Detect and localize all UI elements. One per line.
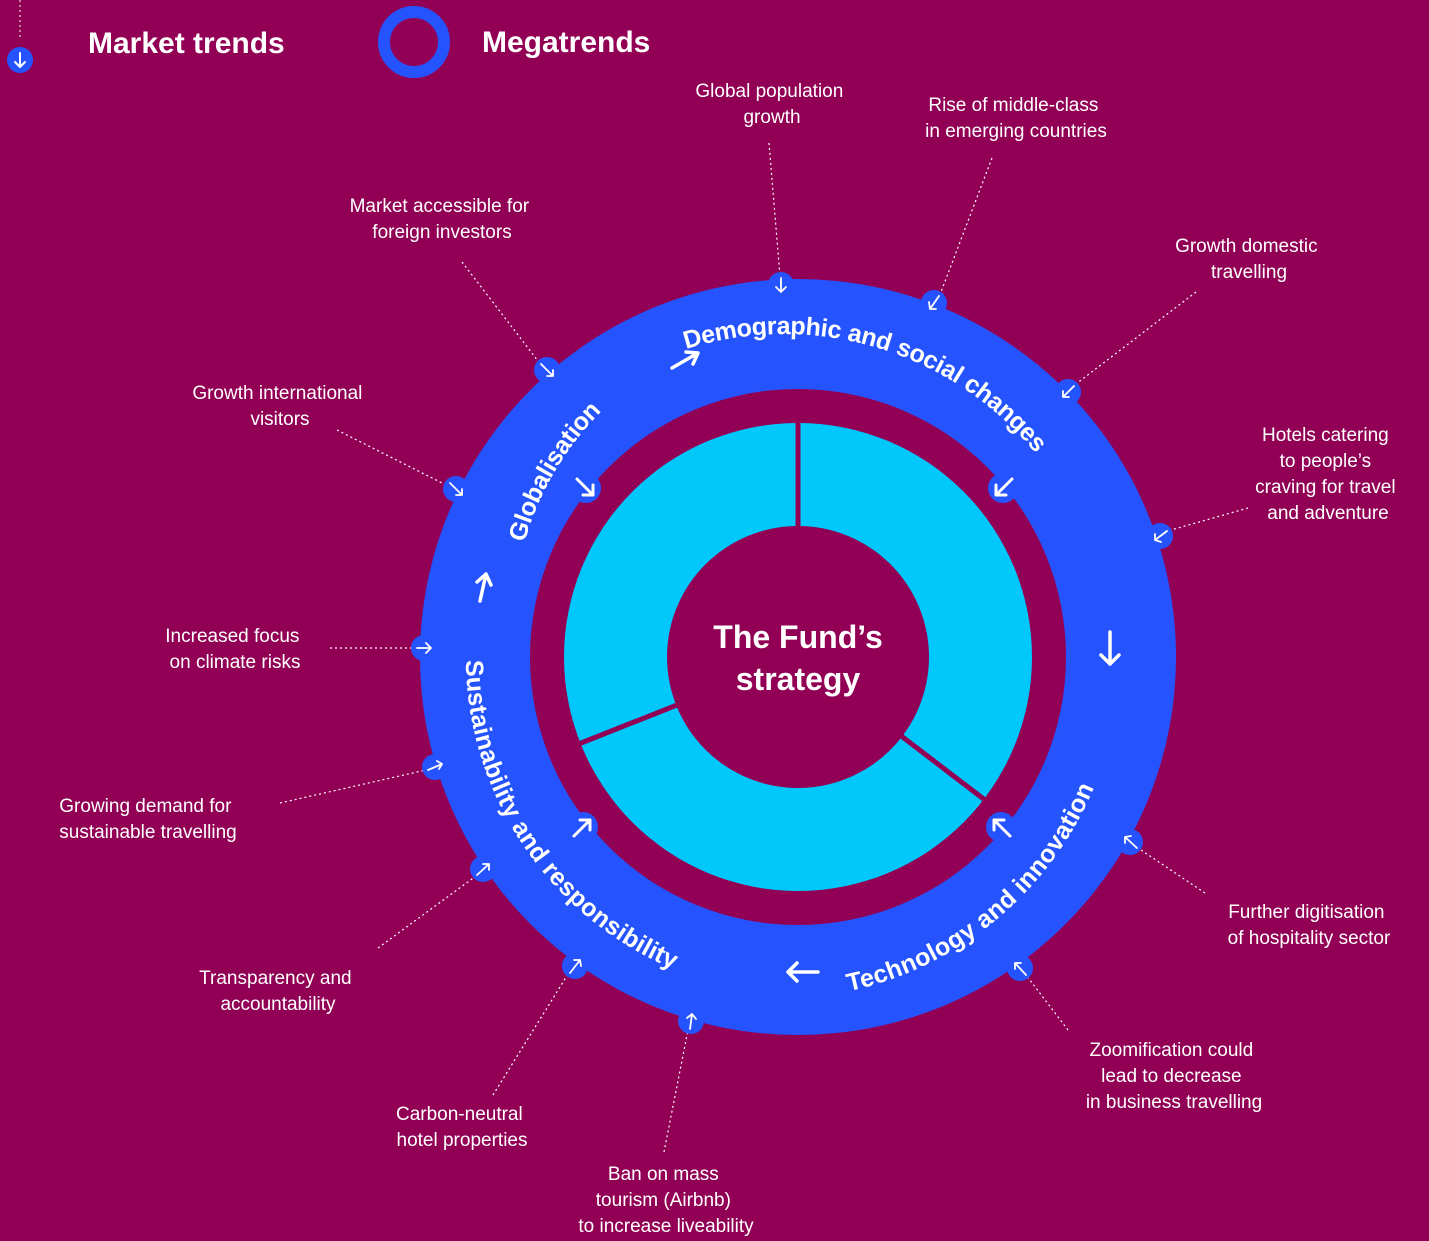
market-trend-labels: Global population growth Rise of middle-… — [59, 81, 1401, 1237]
trend-label-domestic: Growth domestic travelling — [1175, 236, 1323, 283]
arrow-up-icon — [475, 572, 493, 603]
arrow-down-icon — [775, 277, 787, 293]
trend-marker-foreign-investors — [534, 357, 560, 383]
connector-hotels-craving — [1170, 507, 1249, 531]
trend-label-mass-tourism: Ban on mass tourism (Airbnb) to increase… — [578, 1164, 754, 1237]
trend-marker-mass-tourism — [678, 1008, 704, 1034]
arrow-up-right-icon — [427, 760, 443, 771]
arrow-up-left-icon — [1014, 962, 1027, 976]
trend-marker-international-visitors — [443, 476, 469, 502]
connector-carbon-neutral — [492, 973, 569, 1096]
arrow-left-icon — [786, 961, 820, 983]
trend-marker-transparency — [470, 856, 496, 882]
connector-mass-tourism — [663, 1029, 689, 1153]
trend-marker-middle-class — [921, 290, 947, 316]
arrow-right-icon — [416, 642, 432, 654]
arrow-up-icon — [686, 1013, 697, 1030]
arrow-down-icon — [1099, 630, 1121, 666]
center-title-line1: The Fund’s — [713, 619, 882, 655]
arrow-down-icon — [14, 52, 26, 68]
trend-markers — [411, 272, 1173, 1034]
legend: Market trends Megatrends — [7, 0, 650, 78]
trend-label-foreign-investors: Market accessible for foreign investors — [350, 196, 535, 243]
strategy-donut: The Fund’s strategy — [564, 415, 1032, 891]
arrow-down-right-icon — [540, 363, 554, 377]
trend-marker-global-population — [768, 272, 794, 298]
trend-label-sustainable-travel: Growing demand for sustainable travellin… — [59, 796, 236, 843]
trend-marker-digitisation — [1117, 829, 1143, 855]
arrow-up-right-icon — [670, 350, 700, 370]
trend-marker-hotels-craving — [1147, 523, 1173, 549]
trend-marker-carbon-neutral — [562, 953, 588, 979]
connector-transparency — [377, 875, 477, 949]
inner-arrows — [568, 473, 1018, 842]
trend-connectors — [279, 142, 1249, 1153]
trend-label-middle-class: Rise of middle-class in emerging countri… — [925, 95, 1107, 142]
legend-megatrends-label: Megatrends — [482, 26, 650, 59]
arrow-down-left-icon — [994, 477, 1014, 497]
connector-foreign-investors — [461, 261, 539, 362]
connector-middle-class — [940, 157, 993, 293]
trend-label-carbon-neutral: Carbon-neutral hotel properties — [396, 1104, 528, 1151]
trend-label-hotels-craving: Hotels catering to people’s craving for … — [1255, 425, 1401, 524]
arrow-up-right-icon — [572, 818, 592, 838]
ring-flow-arrows — [475, 350, 1121, 983]
trend-marker-zoomification — [1007, 955, 1033, 981]
trend-label-international-visitors: Growth international visitors — [192, 383, 367, 430]
arrow-down-right-icon — [449, 482, 463, 496]
legend-megatrend-ring-icon — [378, 6, 450, 78]
legend-market-trends-label: Market trends — [88, 27, 285, 60]
arrow-down-left-icon — [928, 295, 940, 310]
trend-marker-sustainable-travel — [422, 754, 448, 780]
connector-global-population — [768, 142, 781, 277]
trend-label-global-population: Global population growth — [695, 81, 848, 128]
trend-label-zoomification: Zoomification could lead to decrease in … — [1086, 1040, 1262, 1113]
connector-international-visitors — [336, 429, 443, 484]
arrow-up-left-icon — [992, 818, 1012, 838]
center-title-line2: strategy — [736, 661, 861, 697]
arrow-down-right-icon — [575, 477, 595, 497]
trend-marker-domestic — [1055, 379, 1081, 405]
arrow-up-right-icon — [476, 863, 490, 876]
connector-zoomification — [1025, 974, 1069, 1031]
trend-label-transparency: Transparency and accountability — [199, 968, 357, 1015]
connector-domestic — [1075, 291, 1197, 385]
arrow-up-left-icon — [1124, 835, 1138, 849]
arrow-down-left-icon — [1154, 530, 1168, 543]
trend-label-digitisation: Further digitisation of hospitality sect… — [1228, 902, 1391, 949]
arrow-up-right-icon — [569, 959, 582, 974]
arrow-down-left-icon — [1062, 385, 1075, 398]
connector-sustainable-travel — [279, 769, 427, 804]
trend-label-climate-risks: Increased focus on climate risks — [165, 626, 304, 673]
connector-digitisation — [1137, 847, 1206, 894]
trend-marker-climate-risks — [411, 635, 437, 661]
center-hole — [667, 526, 929, 788]
